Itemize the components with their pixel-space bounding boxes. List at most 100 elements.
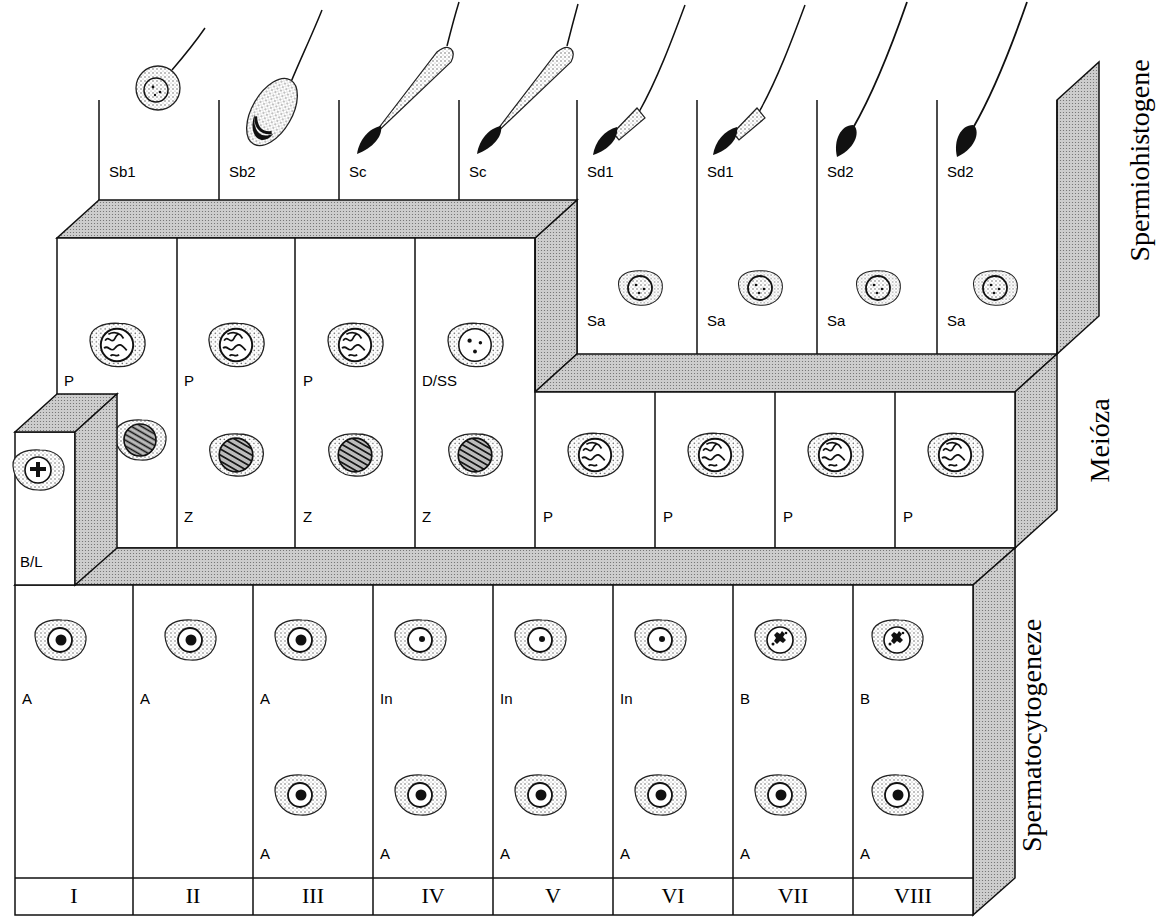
spermatid-cell [618,271,662,306]
stage-number: II [186,884,201,908]
stage-label: A [620,845,630,862]
stage-label: Sd2 [947,163,974,180]
stage-label: B/L [20,553,43,570]
spermatogonium-cell [35,620,86,660]
spermatogonium-cell [635,775,686,815]
spermatogonium-cell [872,620,923,660]
spermatogonium-cell [872,775,923,815]
stage-label: Sd1 [707,163,734,180]
stage-box: B/L [15,432,75,585]
block-face [535,354,1057,392]
spermatid-figure [236,10,322,154]
stage-label: Sd1 [587,163,614,180]
spermatocyte-cell [209,323,264,366]
stage-label: Sb2 [229,163,256,180]
stage-number: V [545,884,561,908]
stage-label: A [380,845,390,862]
stage-number: I [70,884,77,908]
stage-label: P [543,508,553,525]
spermatocyte-cell [568,433,623,476]
spermatid-cell [738,271,782,306]
spermatogonium-cell [635,620,686,660]
phase-label: Meióza [1085,398,1116,482]
block-face [15,548,1015,585]
stage-label: Z [184,508,193,525]
spermatocyte-cell [90,323,145,366]
spermatogonium-cell [515,775,566,815]
stage-box: P [895,392,1015,548]
stage-label: A [260,845,270,862]
spermatocyte-cell [329,434,383,476]
spermatogonium-cell [165,620,216,660]
spermatogonium-cell [755,620,806,660]
stage-label: In [620,690,633,707]
stage-label: Sc [469,163,487,180]
stage-box: InA [613,585,733,878]
block-front [57,238,1015,548]
stage-label: Sd2 [827,163,854,180]
phase-label: Spermiohistogene [1125,59,1156,261]
spermatocyte-cell [115,420,166,460]
stage-box: InA [493,585,613,878]
block-face [973,548,1015,915]
spermatocyte-cell [688,433,743,476]
stage-box: Sc [459,100,577,200]
spermatid-figure [477,4,578,154]
stage-label: B [860,690,870,707]
spermatocyte-cell [328,323,383,366]
phase-label: Spermatocytogeneze [1018,618,1049,851]
spermatogonium-cell [275,620,326,660]
stage-label: P [903,508,913,525]
stage-label: In [500,690,513,707]
spermatid-cell [973,271,1017,306]
block-face [1015,354,1057,548]
stage-box: Sb2 [219,100,339,200]
spermatogonium-cell [395,620,446,660]
stage-box: Sc [339,100,459,200]
spermatogonium-cell [515,620,566,660]
stage-box: A [133,585,253,878]
stage-label: Z [422,508,431,525]
stage-box: Sd2Sa [817,100,937,354]
stage-number: VI [661,884,684,908]
stage-box: Sd1Sa [697,100,817,354]
spermatogonium-cell [755,775,806,815]
stage-label: Sa [947,312,965,329]
stage-number: VIII [894,884,932,908]
stage-label: In [380,690,393,707]
spermatid-figure [713,5,805,155]
stage-number: VII [778,884,809,908]
stage-label: P [64,372,74,389]
stage-box: P [57,238,177,394]
stage-box: PZ [177,238,295,548]
stage-number: IV [421,884,444,908]
stage-label: Sb1 [109,163,136,180]
stage-label: Sc [349,163,367,180]
stage-box: P [655,392,775,548]
stage-box: PZ [295,238,415,548]
stage-label: Sa [707,312,725,329]
stage-box: A [15,585,133,878]
spermatocyte-cell [448,323,503,366]
stage-label: A [500,845,510,862]
spermatid-figure [593,5,685,155]
spermatozoon-figure [956,2,1027,157]
spermatocyte-cell [808,433,863,476]
stage-label: A [860,845,870,862]
spermatocyte-cell [13,450,64,490]
column-line [177,238,895,548]
spermatocyte-cell [928,433,983,476]
block-face [1057,62,1099,354]
spermatogonium-cell [275,775,326,815]
stage-box: P [775,392,895,548]
stage-box: P [535,392,655,548]
stage-box: Sd2Sa [937,100,1057,354]
spermatocyte-cell [210,434,264,476]
stage-label: Z [303,508,312,525]
column-line [15,585,973,915]
spermatozoon-figure [836,2,907,157]
stage-label: A [260,690,270,707]
block-face [75,394,117,585]
stage-number: III [302,884,324,908]
